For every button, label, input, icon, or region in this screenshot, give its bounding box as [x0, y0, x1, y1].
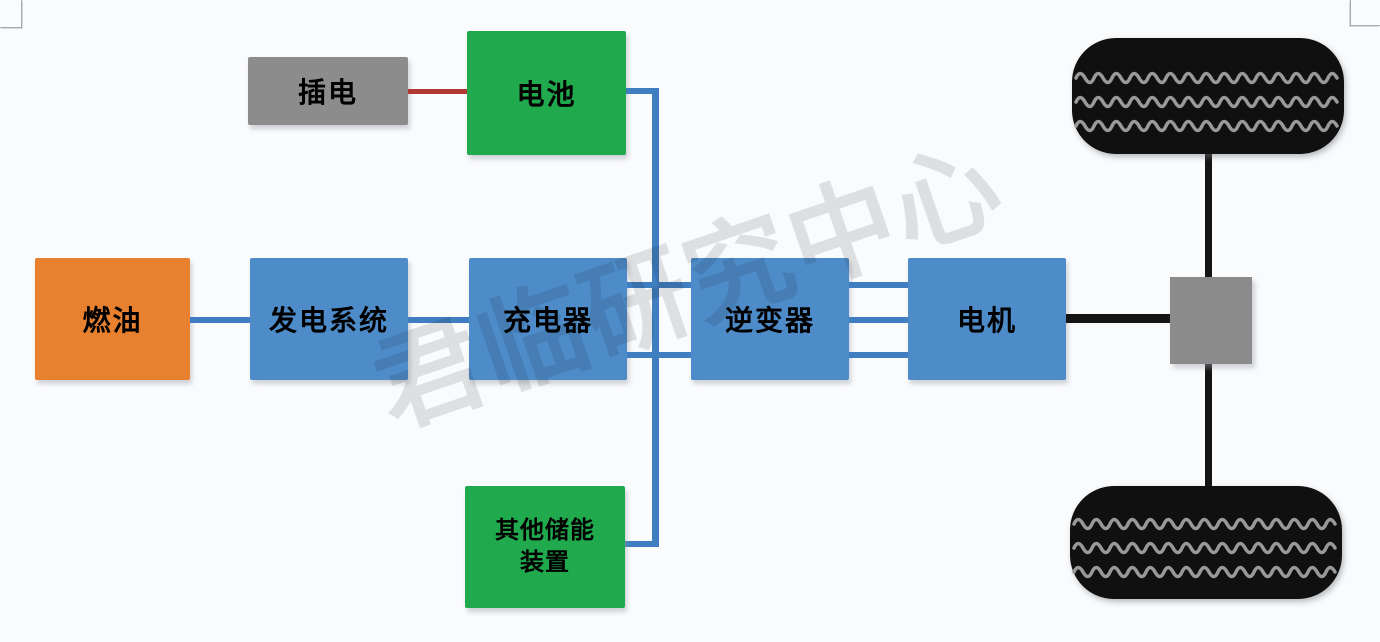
connector-motor-differential-line	[1066, 314, 1172, 323]
connector-charger-inverter-line-1	[627, 282, 691, 288]
node-fuel: 燃油	[35, 258, 190, 380]
rear-tire-tread-icon	[1072, 517, 1337, 579]
node-battery: 电池	[467, 31, 626, 155]
node-storage: 其他储能装置	[465, 486, 625, 608]
node-generator-label: 发电系统	[268, 305, 389, 336]
vertical-bus-line	[652, 88, 659, 547]
front-tire-icon	[1072, 38, 1344, 154]
differential-box	[1170, 277, 1252, 364]
node-generator: 发电系统	[250, 258, 408, 380]
node-plug: 插电	[248, 57, 408, 125]
axle-upper-line	[1205, 150, 1212, 278]
node-charger: 充电器	[469, 258, 627, 380]
node-motor-label: 电机	[956, 305, 1017, 336]
connector-inverter-motor-line-2	[849, 317, 908, 323]
connector-battery-bus-line	[626, 88, 659, 94]
connector-fuel-generator-line	[190, 317, 250, 323]
node-battery-label: 电池	[516, 79, 577, 110]
connector-inverter-motor-line-1	[849, 282, 908, 288]
connector-inverter-motor-line-3	[849, 352, 908, 358]
node-inverter-label: 逆变器	[724, 305, 815, 336]
connector-plug-battery-line	[408, 89, 467, 94]
connector-charger-inverter-line-2	[627, 352, 691, 358]
node-plug-label: 插电	[297, 77, 358, 108]
node-charger-label: 充电器	[502, 305, 593, 336]
page-corner-top-left	[0, 0, 22, 28]
front-tire-tread-icon	[1074, 71, 1339, 133]
page-corner-top-right	[1350, 0, 1380, 26]
node-storage-label: 其他储能装置	[495, 517, 595, 576]
rear-tire-icon	[1070, 486, 1342, 599]
axle-lower-line	[1205, 363, 1212, 489]
connector-generator-charger-line	[408, 317, 469, 323]
node-inverter: 逆变器	[691, 258, 849, 380]
connector-bus-storage-line	[625, 541, 659, 547]
node-fuel-label: 燃油	[82, 305, 143, 336]
node-motor: 电机	[908, 258, 1066, 380]
